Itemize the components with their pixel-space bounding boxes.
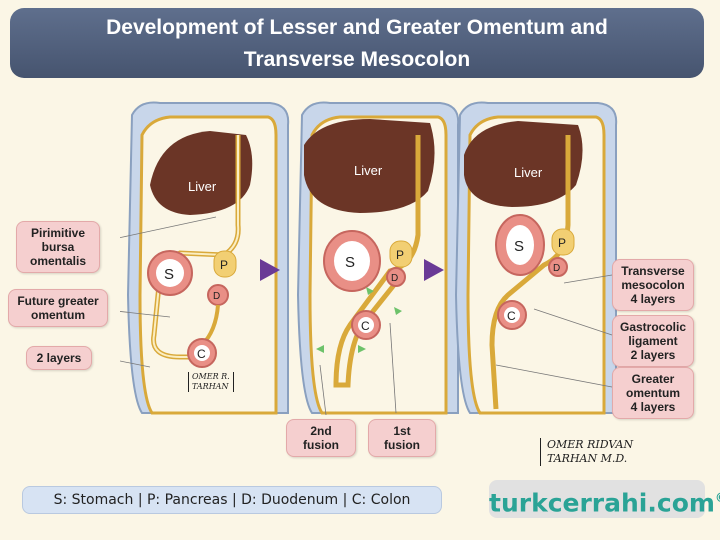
panel-3-diagram: Liver S P D C bbox=[454, 101, 618, 415]
label-future-greater-omentum: Future greater omentum bbox=[8, 289, 108, 327]
colon-label: C bbox=[507, 309, 516, 323]
pancreas-shape bbox=[213, 250, 237, 278]
fusion-arrow-icon bbox=[366, 287, 374, 295]
liver-shape bbox=[304, 119, 435, 213]
title-bar: Development of Lesser and Greater Omentu… bbox=[10, 8, 704, 78]
stomach-label: S bbox=[164, 266, 174, 283]
duodenum-shape bbox=[548, 257, 568, 277]
duodenum-label: D bbox=[553, 263, 560, 274]
legend: S: Stomach | P: Pancreas | D: Duodenum |… bbox=[22, 486, 442, 514]
fusion-arrow-icon bbox=[394, 307, 402, 315]
title-line-2: Transverse Mesocolon bbox=[243, 48, 471, 71]
brand-watermark: turkcerrahi.com© bbox=[489, 480, 720, 518]
next-stage-arrow-icon bbox=[424, 259, 444, 281]
stomach-label: S bbox=[345, 254, 355, 271]
label-gastrocolic-ligament: Gastrocolic ligament 2 layers bbox=[612, 315, 694, 367]
signature-small: OMER R. TARHAN bbox=[188, 372, 234, 392]
panel-1-diagram: Liver S P D C bbox=[120, 101, 290, 415]
label-pirimitive-bursa: Pirimitive bursa omentalis bbox=[16, 221, 100, 273]
stomach-label: S bbox=[514, 238, 524, 255]
fusion-arrow-icon bbox=[316, 345, 324, 353]
label-1st-fusion: 1st fusion bbox=[368, 419, 436, 457]
liver-shape bbox=[150, 131, 253, 215]
duodenum-label: D bbox=[213, 291, 220, 302]
pancreas-shape bbox=[389, 240, 413, 268]
fusion-arrow-icon bbox=[358, 345, 366, 353]
duodenum-label: D bbox=[391, 273, 398, 284]
pancreas-label: P bbox=[558, 236, 566, 250]
next-stage-arrow-icon bbox=[260, 259, 280, 281]
label-2nd-fusion: 2nd fusion bbox=[286, 419, 356, 457]
pancreas-label: P bbox=[220, 258, 228, 272]
pancreas-shape bbox=[551, 228, 575, 256]
label-transverse-mesocolon: Transverse mesocolon 4 layers bbox=[612, 259, 694, 311]
colon-label: C bbox=[197, 347, 206, 361]
label-2-layers: 2 layers bbox=[26, 346, 92, 370]
signature-large: OMER RIDVAN TARHAN M.D. bbox=[540, 438, 633, 466]
pancreas-label: P bbox=[396, 248, 404, 262]
liver-label: Liver bbox=[188, 179, 217, 194]
title-line-1: Development of Lesser and Greater Omentu… bbox=[106, 16, 608, 39]
label-greater-omentum: Greater omentum 4 layers bbox=[612, 367, 694, 419]
colon-label: C bbox=[361, 319, 370, 333]
liver-shape bbox=[464, 121, 583, 207]
panel-2-diagram: Liver S P D C bbox=[296, 101, 460, 416]
liver-label: Liver bbox=[514, 165, 543, 180]
duodenum-shape bbox=[386, 267, 406, 287]
liver-label: Liver bbox=[354, 163, 383, 178]
